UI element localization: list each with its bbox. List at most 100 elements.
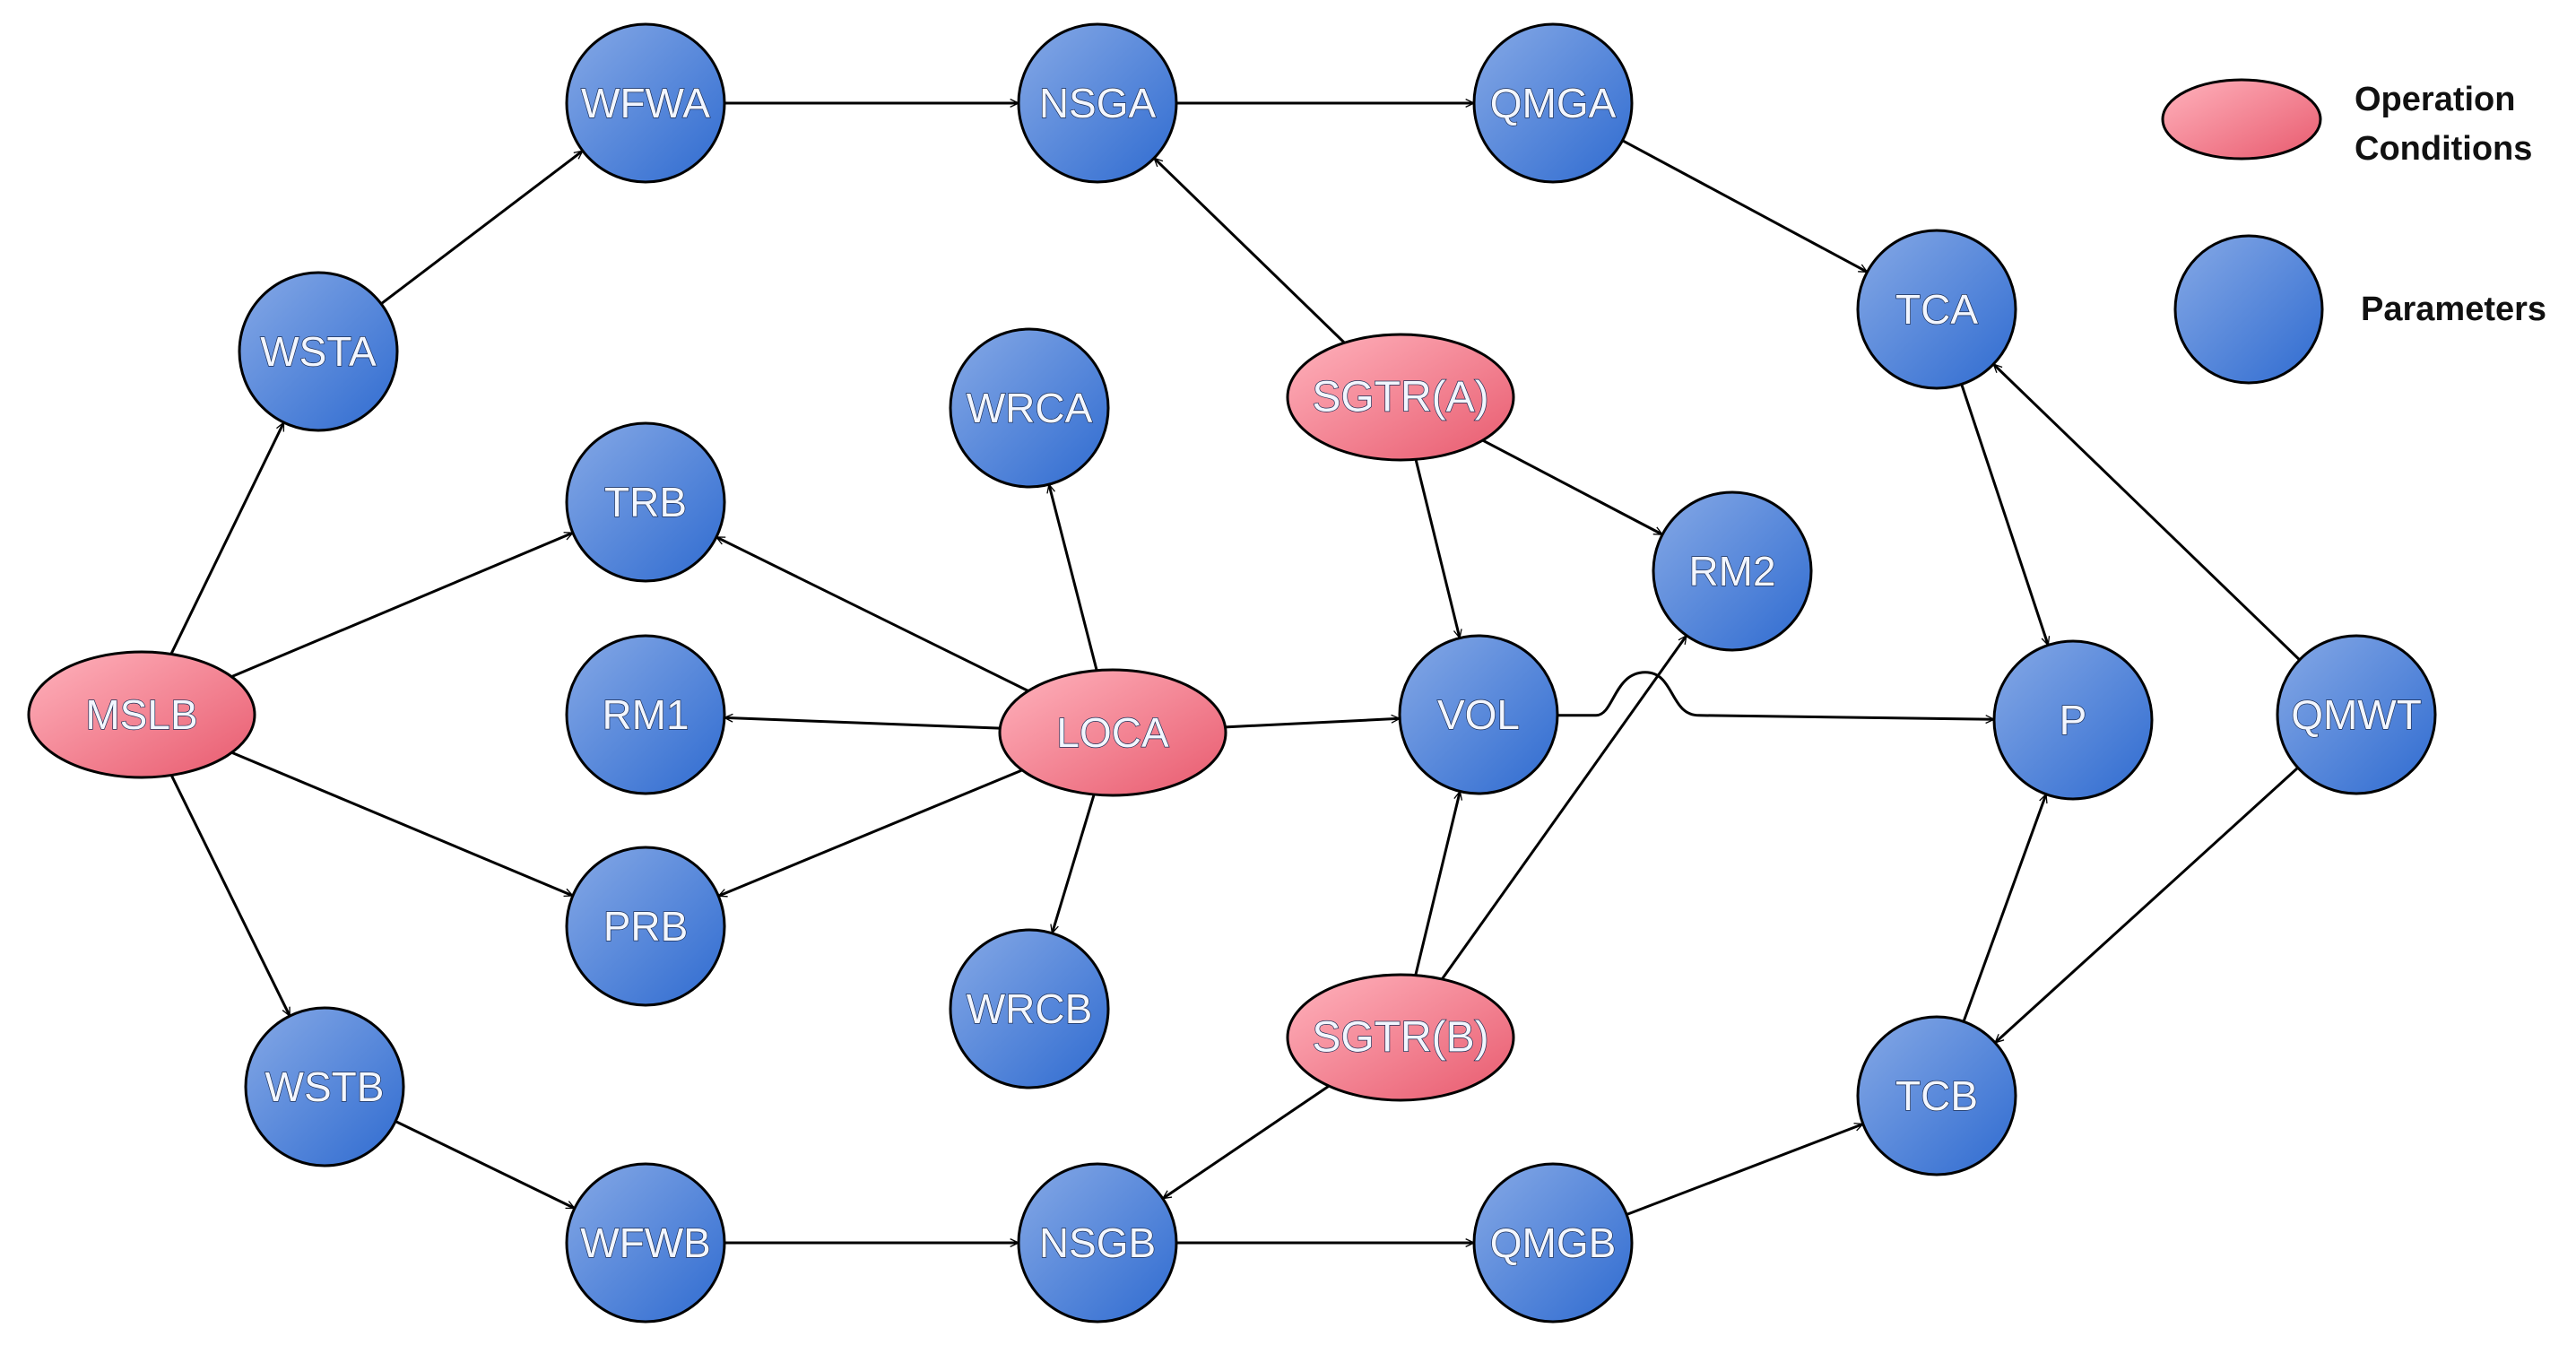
- parameter-circle: [565, 634, 726, 795]
- condition-ellipse: [1286, 333, 1515, 462]
- parameter-circle: [2276, 634, 2437, 795]
- edge-wsta-to-wfwa: [380, 150, 583, 305]
- node-label: NSGA: [1039, 80, 1157, 126]
- edge-sgtrb-to-nsgb: [1163, 1084, 1330, 1200]
- parameter-circle: [565, 846, 726, 1007]
- nodes-layer: MSLB LOCA SGTR(A) SGTR(B) WSTA WFWA NSGA QMGA TC…: [27, 22, 2437, 1324]
- parameter-circle: [1017, 22, 1178, 184]
- node-vol: VOL: [1398, 634, 1559, 795]
- edge-sgtrb-to-rm2: [1441, 636, 1688, 980]
- node-p: P: [1992, 639, 2154, 801]
- node-mslb: MSLB: [27, 650, 256, 779]
- legend: Operation Conditions Parameters: [2161, 78, 2546, 385]
- parameter-circle: [565, 22, 726, 184]
- edge-sgtra-to-rm2: [1481, 438, 1662, 536]
- condition-ellipse: [998, 668, 1227, 797]
- node-label: LOCA: [1056, 709, 1169, 756]
- node-wstb: WSTB: [244, 1006, 405, 1167]
- edge-sgtra-to-vol: [1414, 458, 1460, 638]
- edge-qmga-to-tca: [1621, 139, 1868, 273]
- node-loca: LOCA: [998, 668, 1227, 797]
- parameter-circle: [1856, 1015, 2017, 1176]
- edge-mslb-to-trb: [230, 531, 573, 679]
- legend-parameter-swatch: [2173, 234, 2324, 385]
- node-label: PRB: [603, 903, 689, 950]
- parameter-circle: [565, 421, 726, 583]
- node-trb: TRB: [565, 421, 726, 583]
- edge-wstb-to-wfwb: [395, 1120, 575, 1210]
- node-sgtrb: SGTR(B): [1286, 973, 1515, 1102]
- edge-loca-to-wrcb: [1052, 794, 1096, 933]
- edge-loca-to-trb: [716, 535, 1029, 692]
- node-qmwt: QMWT: [2276, 634, 2437, 795]
- node-label: TCA: [1895, 286, 1978, 333]
- node-label: RM1: [602, 691, 689, 738]
- node-label: P: [2060, 697, 2087, 743]
- parameter-circle: [949, 327, 1110, 489]
- parameter-circle: [565, 1162, 726, 1324]
- node-label: WSTA: [260, 328, 377, 375]
- edge-loca-to-wrca: [1049, 484, 1098, 672]
- edge-tca-to-p: [1960, 384, 2049, 646]
- node-label: RM2: [1688, 548, 1775, 595]
- parameter-circle: [238, 271, 399, 432]
- node-wfwa: WFWA: [565, 22, 726, 184]
- node-label: SGTR(A): [1312, 374, 1488, 421]
- node-nsgb: NSGB: [1017, 1162, 1178, 1324]
- parameter-circle: [949, 928, 1110, 1089]
- node-label: QMGA: [1490, 80, 1617, 126]
- parameter-circle: [1017, 1162, 1178, 1324]
- edge-loca-to-vol: [1225, 718, 1401, 729]
- edge-qmwt-to-tca: [1993, 363, 2301, 661]
- edge-loca-to-rm1: [724, 717, 1001, 730]
- node-wrcb: WRCB: [949, 928, 1110, 1089]
- edge-mslb-to-wsta: [169, 422, 285, 655]
- edge-tcb-to-p: [1962, 794, 2046, 1022]
- edge-sgtrb-to-vol: [1414, 792, 1461, 976]
- node-label: WFWA: [581, 80, 710, 126]
- edge-qmwt-to-tcb: [1995, 767, 2299, 1044]
- node-sgtra: SGTR(A): [1286, 333, 1515, 462]
- node-label: NSGB: [1039, 1219, 1156, 1266]
- node-rm1: RM1: [565, 634, 726, 795]
- edge-mslb-to-prb: [230, 751, 573, 898]
- node-label: SGTR(B): [1312, 1014, 1488, 1062]
- parameter-circle: [1856, 229, 2017, 390]
- legend-parameters: Parameters: [2361, 291, 2546, 328]
- node-wsta: WSTA: [238, 271, 399, 432]
- node-prb: PRB: [565, 846, 726, 1007]
- node-tcb: TCB: [1856, 1015, 2017, 1176]
- parameter-circle: [1398, 634, 1559, 795]
- node-label: QMWT: [2291, 691, 2422, 738]
- node-qmgb: QMGB: [1472, 1162, 1634, 1324]
- edge-vol-to-p: [1557, 671, 1994, 719]
- node-nsga: NSGA: [1017, 22, 1178, 184]
- legend-conditions-line2: Conditions: [2355, 130, 2532, 168]
- parameter-circle: [244, 1006, 405, 1167]
- node-label: WSTB: [265, 1063, 385, 1110]
- edge-sgtra-to-nsga: [1154, 158, 1346, 344]
- edge-loca-to-prb: [718, 768, 1023, 898]
- parameter-circle: [1992, 639, 2154, 801]
- node-wfwb: WFWB: [565, 1162, 726, 1324]
- node-tca: TCA: [1856, 229, 2017, 390]
- node-label: WRCB: [967, 985, 1093, 1032]
- condition-ellipse: [1286, 973, 1515, 1102]
- node-label: VOL: [1437, 691, 1520, 738]
- node-label: MSLB: [85, 691, 197, 738]
- edge-mslb-to-wstb: [169, 774, 291, 1016]
- parameter-circle: [1472, 22, 1634, 184]
- node-label: WRCA: [967, 385, 1093, 431]
- edge-qmgb-to-tcb: [1626, 1124, 1863, 1216]
- node-label: QMGB: [1490, 1219, 1617, 1266]
- edges-layer: [169, 103, 2301, 1243]
- condition-ellipse: [27, 650, 256, 779]
- parameter-circle: [1652, 490, 1813, 652]
- legend-conditions-line1: Operation: [2355, 81, 2515, 118]
- node-qmga: QMGA: [1472, 22, 1634, 184]
- node-wrca: WRCA: [949, 327, 1110, 489]
- legend-condition-swatch: [2161, 78, 2322, 161]
- node-rm2: RM2: [1652, 490, 1813, 652]
- node-label: WFWB: [580, 1219, 711, 1266]
- parameter-circle: [1472, 1162, 1634, 1324]
